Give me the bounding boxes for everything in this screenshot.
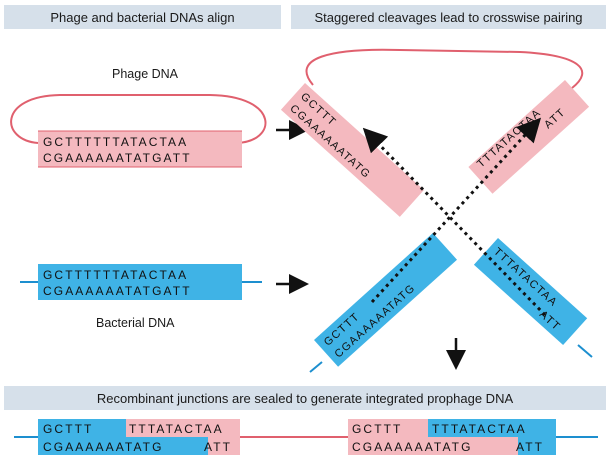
right-junction-red bbox=[348, 419, 428, 437]
right-junction-bottom-blue-text: ATT bbox=[516, 440, 544, 454]
right-junction-bottom-red-text: CGAAAAAATATG bbox=[352, 440, 473, 454]
left-junction-red-bottom bbox=[208, 437, 240, 455]
bacterial-duplex bbox=[38, 264, 242, 300]
right-junction-blue-bottom bbox=[518, 437, 556, 455]
left-junction-blue-bottom bbox=[38, 437, 208, 455]
step3-banner: Recombinant junctions are sealed to gene… bbox=[4, 386, 606, 410]
right-junction-top-blue-text: TTTATACTAA bbox=[432, 422, 527, 436]
phage-loop-step2 bbox=[305, 48, 584, 89]
phage-dna-label: Phage DNA bbox=[112, 67, 179, 81]
left-junction-top-blue-text: GCTTT bbox=[43, 422, 94, 436]
dotted-arrow-to-upper-left bbox=[362, 127, 547, 317]
left-junction-bottom-blue-text: CGAAAAAATATG bbox=[43, 440, 164, 454]
phage-top-strand: GCTTTTTTATACTAA bbox=[43, 135, 188, 149]
integrated-prophage: GCTTT TTTATACTAA CGAAAAAATATG ATT GCTTT … bbox=[14, 419, 598, 455]
left-junction-top-red-text: TTTATACTAA bbox=[129, 422, 224, 436]
phage-dna: GCTTTTTTATACTAA CGAAAAAATATGATT bbox=[10, 94, 267, 168]
bacterial-flank-lr bbox=[577, 344, 593, 358]
step3-text: Recombinant junctions are sealed to gene… bbox=[96, 390, 514, 406]
left-junction-bottom-red-text: ATT bbox=[204, 440, 232, 454]
right-junction-top-red-text: GCTTT bbox=[352, 422, 403, 436]
step2-text: Staggered cleavages lead to crosswise pa… bbox=[314, 9, 583, 25]
bacterial-right-piece: TTTATACTAA ATT bbox=[473, 238, 588, 346]
phage-left-piece: GCTTT CGAAAAAATATG bbox=[280, 83, 424, 217]
bacterial-dna: GCTTTTTTATACTAA CGAAAAAATATGATT bbox=[20, 264, 262, 300]
right-junction-red-bottom bbox=[348, 437, 518, 455]
phage-loop bbox=[10, 94, 267, 144]
bacterial-flank-ll bbox=[309, 361, 323, 373]
bacterial-dna-label: Bacterial DNA bbox=[96, 316, 175, 330]
bacterial-top-strand: GCTTTTTTATACTAA bbox=[43, 268, 188, 282]
left-junction-blue bbox=[38, 419, 126, 437]
right-junction-blue-top bbox=[428, 419, 556, 437]
left-junction-red-top bbox=[126, 419, 240, 437]
step1-banner: Phage and bacterial DNAs align bbox=[4, 5, 281, 29]
step1-text: Phage and bacterial DNAs align bbox=[50, 9, 235, 25]
bacterial-left-piece: GCTTT CGAAAAAATATG bbox=[314, 232, 457, 367]
step2-banner: Staggered cleavages lead to crosswise pa… bbox=[291, 5, 606, 29]
bacterial-bottom-strand: CGAAAAAATATGATT bbox=[43, 284, 192, 298]
phage-bottom-strand: CGAAAAAATATGATT bbox=[43, 151, 192, 165]
dotted-arrow-to-upper-right bbox=[370, 117, 542, 304]
phage-duplex bbox=[38, 131, 242, 167]
